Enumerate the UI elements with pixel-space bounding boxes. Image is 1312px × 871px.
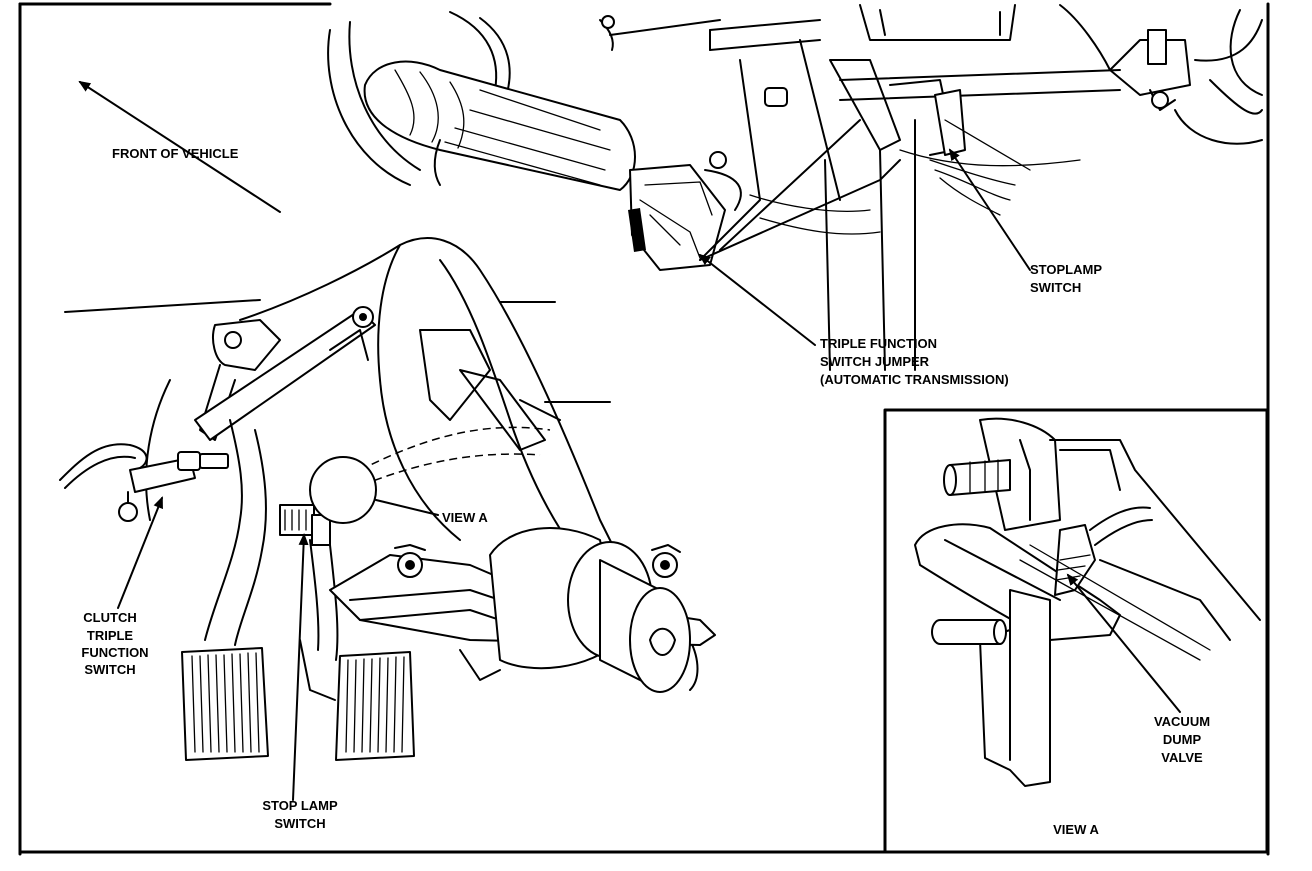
label-stop-lamp-switch-1: STOP LAMP bbox=[262, 798, 338, 813]
label-vacuum-dump-2: DUMP bbox=[1163, 732, 1202, 747]
jumper-leader bbox=[698, 253, 816, 346]
clutch-switch-leader bbox=[117, 496, 163, 609]
stoplamp-leader bbox=[948, 148, 1031, 271]
label-inset-view-a: VIEW A bbox=[1053, 822, 1099, 837]
labels: FRONT OF VEHICLE STOPLAMP SWITCH TRIPLE … bbox=[81, 146, 1210, 837]
front-direction-arrow bbox=[78, 80, 281, 213]
label-stoplamp-switch-top-2: SWITCH bbox=[1030, 280, 1081, 295]
label-vacuum-dump-1: VACUUM bbox=[1154, 714, 1210, 729]
label-vacuum-dump-3: VALVE bbox=[1161, 750, 1203, 765]
label-clutch-switch-2: TRIPLE bbox=[87, 628, 134, 643]
label-clutch-switch-3: FUNCTION bbox=[81, 645, 148, 660]
label-front-of-vehicle: FRONT OF VEHICLE bbox=[112, 146, 239, 161]
label-clutch-switch-4: SWITCH bbox=[84, 662, 135, 677]
inset-view-a bbox=[883, 408, 1269, 854]
pedal-assembly bbox=[59, 237, 716, 761]
view-a-leader bbox=[375, 499, 439, 516]
clutch-pedal-ribs bbox=[191, 652, 260, 753]
label-stop-lamp-switch-2: SWITCH bbox=[274, 816, 325, 831]
vacuum-valve-leader bbox=[1066, 573, 1181, 713]
steering-column-area bbox=[327, 4, 1263, 371]
label-stoplamp-switch-top-1: STOPLAMP bbox=[1030, 262, 1102, 277]
label-clutch-switch-1: CLUTCH bbox=[83, 610, 136, 625]
label-jumper-1: TRIPLE FUNCTION bbox=[820, 336, 937, 351]
label-jumper-2: SWITCH JUMPER bbox=[820, 354, 930, 369]
stop-lamp-leader bbox=[292, 533, 309, 801]
label-jumper-3: (AUTOMATIC TRANSMISSION) bbox=[820, 372, 1009, 387]
arrows bbox=[78, 80, 1181, 801]
brake-pedal-ribs bbox=[345, 656, 405, 753]
label-view-a-callout: VIEW A bbox=[442, 510, 488, 525]
